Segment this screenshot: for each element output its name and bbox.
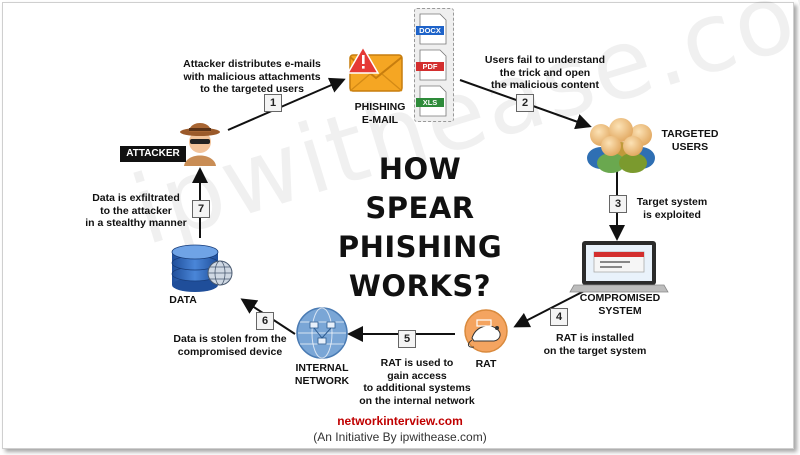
rat-label: RAT: [475, 358, 497, 370]
docx-label: DOCX: [419, 26, 441, 35]
title-line-3: WORKS?: [348, 269, 492, 303]
rat-icon: [464, 309, 508, 353]
step-1-caption: Attacker distributes e-mails with malici…: [183, 58, 321, 95]
database-icon: [171, 244, 233, 292]
data-label: DATA: [169, 294, 197, 306]
step-3-caption: Target system is exploited: [636, 196, 708, 221]
internal-network-label: INTERNAL NETWORK: [294, 362, 350, 387]
step-4-caption: RAT is installed on the target system: [543, 332, 647, 357]
arrow-attacker-to-email: [227, 77, 346, 131]
network-icon: [296, 307, 348, 359]
step-2-number: 2: [516, 94, 534, 112]
step-3-number: 3: [609, 195, 627, 213]
step-2-caption: Users fail to understand the trick and o…: [484, 54, 606, 91]
phishing-email-label: PHISHING E-MAIL: [354, 101, 406, 126]
attacker-label: ATTACKER: [120, 146, 186, 162]
attacker-icon: [180, 123, 220, 166]
compromised-system-label: COMPROMISED SYSTEM: [579, 292, 661, 317]
step-4-number: 4: [550, 308, 568, 326]
step-6-number: 6: [256, 312, 274, 330]
step-5-caption: RAT is used to gain access to additional…: [359, 357, 475, 407]
title-line-1: HOW: [378, 152, 462, 186]
targeted-users-label: TARGETED USERS: [661, 128, 719, 153]
footer-initiative: (An Initiative By ipwithease.com): [313, 430, 487, 444]
docx-file-icon: [416, 13, 447, 45]
pdf-label: PDF: [422, 62, 438, 71]
phishing-email-icon: [346, 45, 403, 92]
diagram-title: HOW SPEAR PHISHING WORKS?: [290, 150, 550, 306]
step-5-number: 5: [398, 330, 416, 348]
footer-site: networkinterview.com: [337, 414, 463, 428]
step-7-number: 7: [192, 200, 210, 218]
targeted-users-icon: [587, 118, 655, 173]
xls-file-icon: [416, 85, 447, 117]
arrow-system-to-rat: [513, 287, 591, 328]
pdf-file-icon: [416, 49, 447, 81]
step-1-number: 1: [264, 94, 282, 112]
xls-label: XLS: [422, 98, 438, 107]
laptop-icon: [569, 241, 669, 293]
step-6-caption: Data is stolen from the compromised devi…: [173, 333, 287, 358]
title-line-2: SPEAR PHISHING: [337, 191, 503, 264]
step-7-caption: Data is exfiltrated to the attacker in a…: [85, 192, 187, 229]
